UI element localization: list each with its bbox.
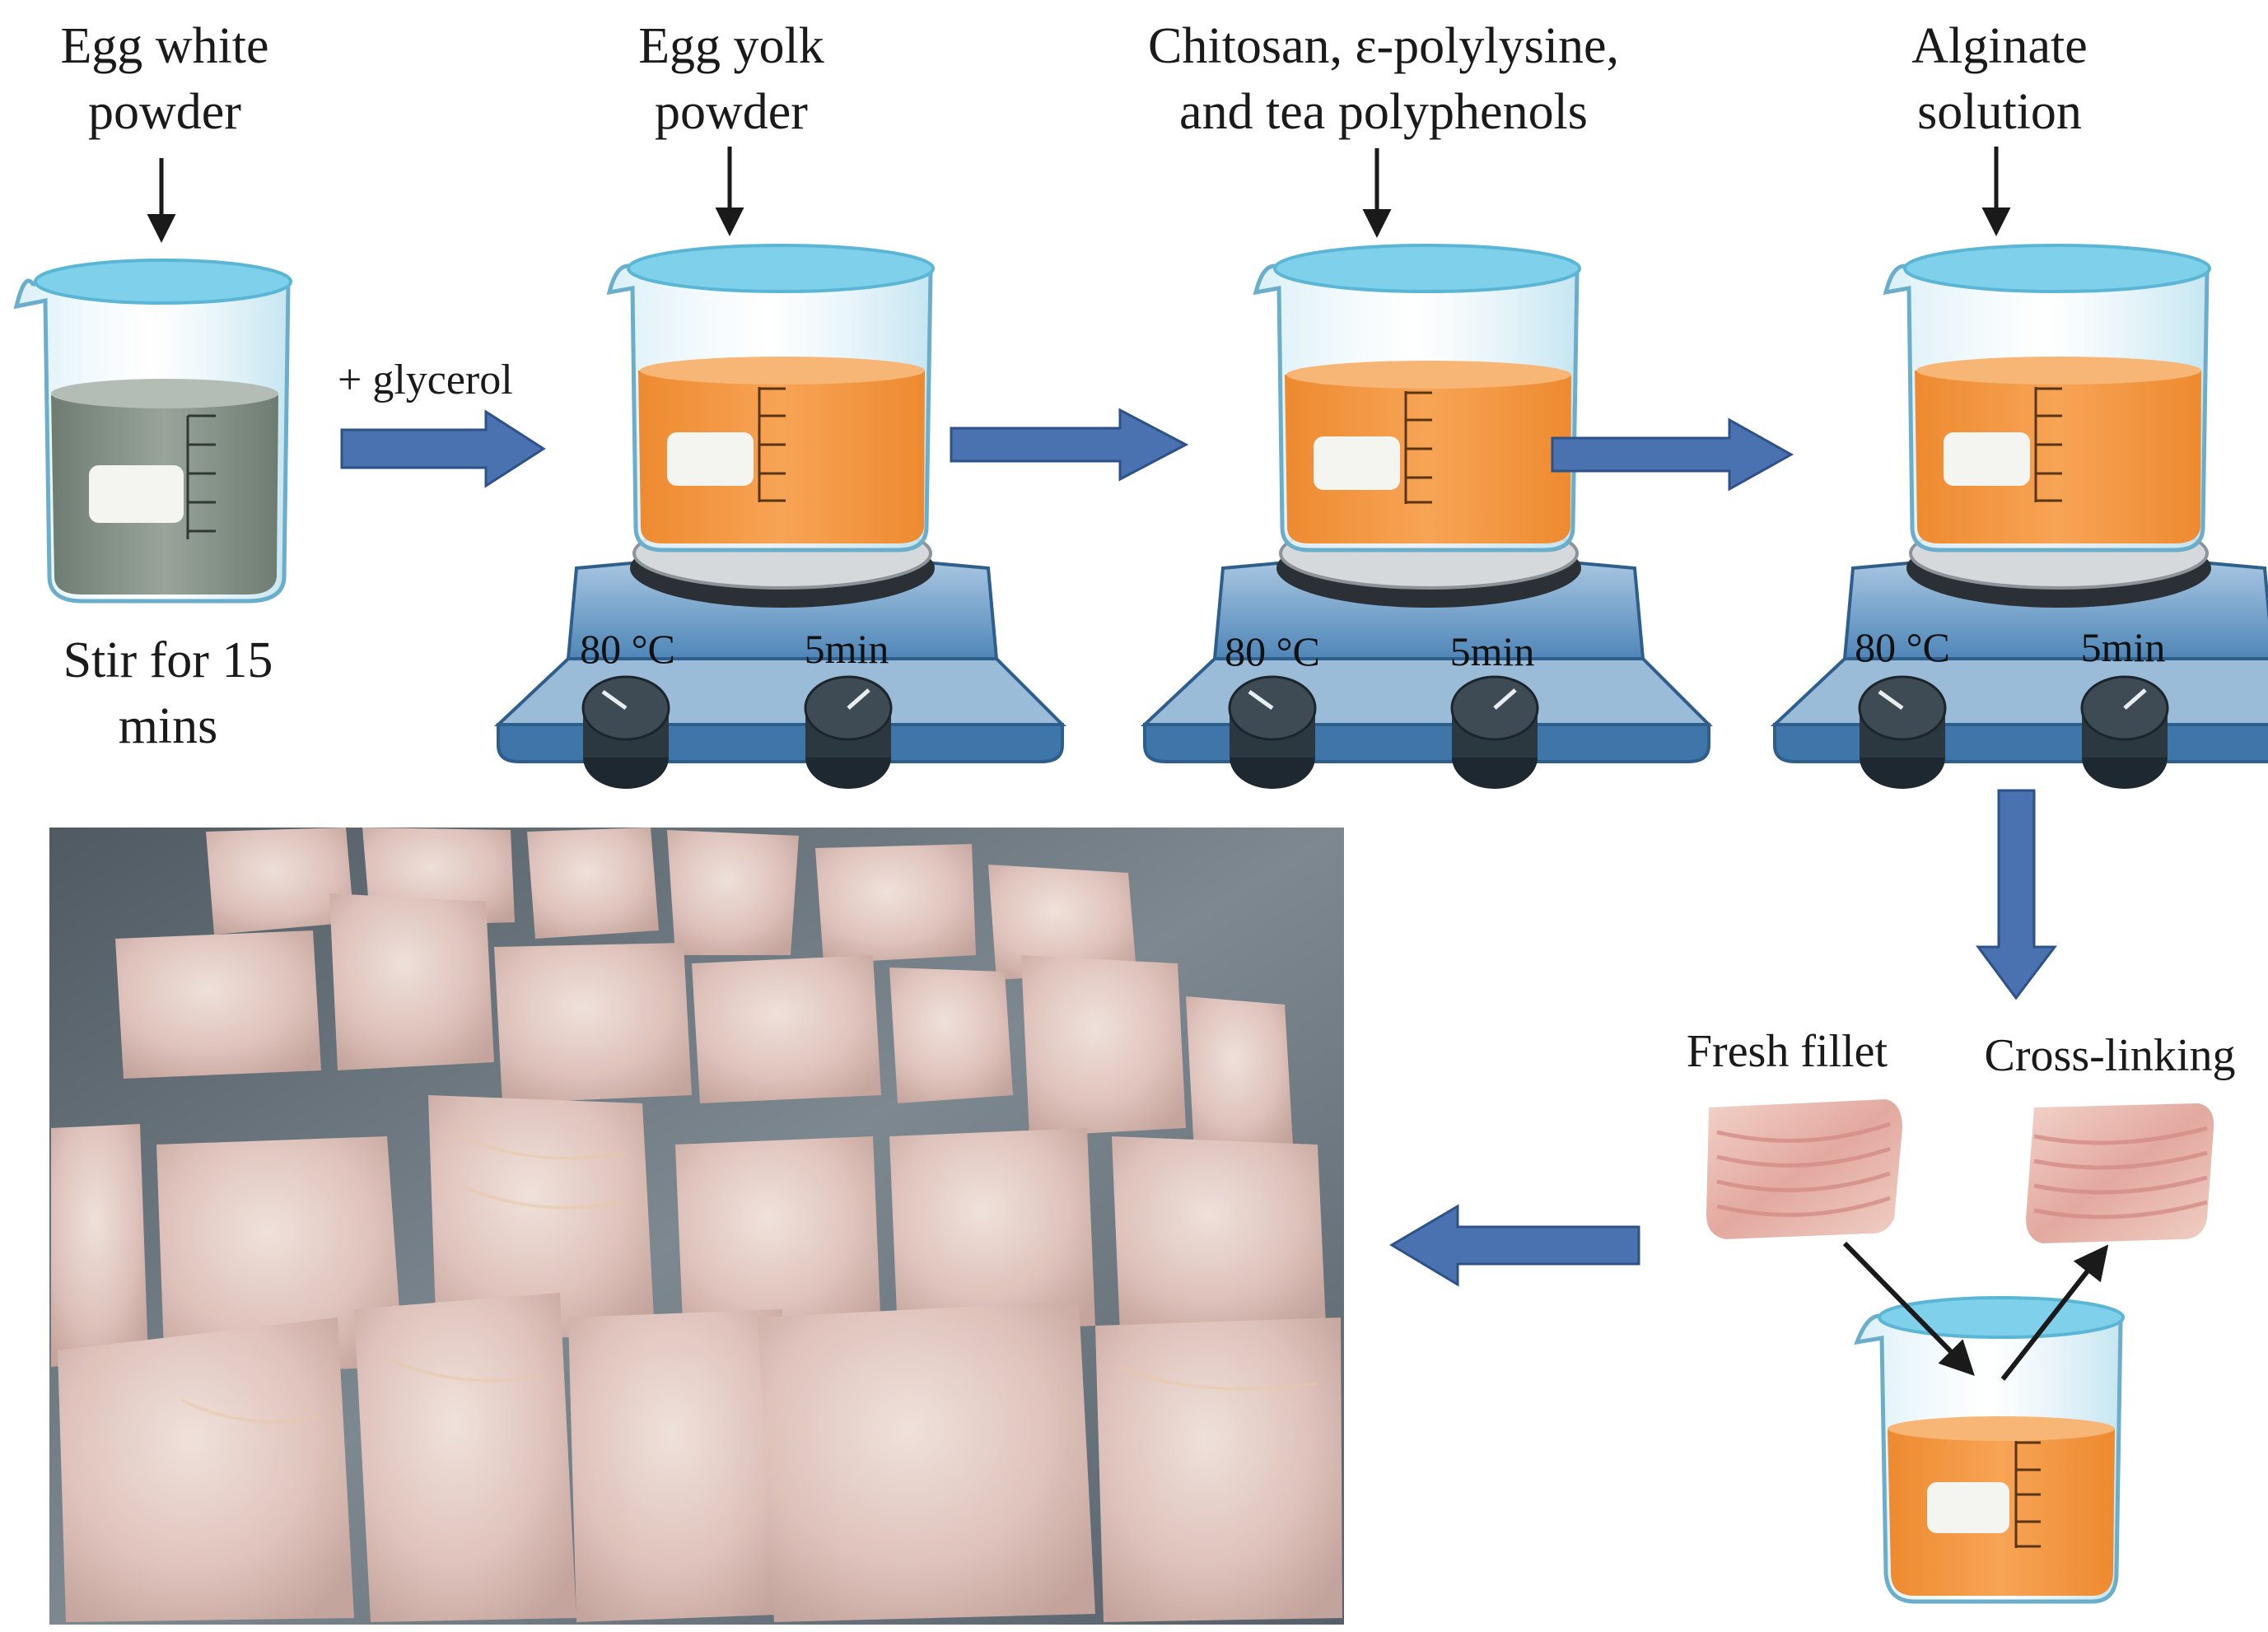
- flow-arrow-2: [950, 408, 1189, 482]
- hotplate1-time: 5min: [805, 626, 889, 672]
- alginate-label-line2: solution: [1917, 84, 2082, 140]
- hotplate3-time: 5min: [2081, 624, 2166, 670]
- hotplate2-temp: 80 °C: [1225, 628, 1320, 674]
- hotplate3-temp: 80 °C: [1855, 624, 1950, 670]
- egg-white-label-line1: Egg white: [60, 18, 268, 74]
- beaker-egg-white: [13, 259, 292, 604]
- egg-white-label-line2: powder: [88, 84, 241, 140]
- stir-label-line1: Stir for 15: [63, 632, 273, 688]
- fresh-fillet-image: [1706, 1099, 1902, 1239]
- cross-linking-label: Cross-linking: [1985, 1030, 2236, 1081]
- flow-arrow-down: [1976, 789, 2058, 1000]
- glycerol-label: + glycerol: [338, 357, 513, 403]
- coated-fillets-photo: [49, 828, 1344, 1625]
- flow-arrow-1: [340, 409, 546, 488]
- additives-label-line1: Chitosan, ε-polylysine,: [1148, 18, 1619, 74]
- egg-yolk-label-line2: powder: [655, 84, 808, 140]
- stir-label-line2: mins: [119, 698, 218, 754]
- beaker-cross-linking: [1854, 1296, 2125, 1604]
- station-egg-yolk: [493, 244, 1066, 789]
- dip-in-arrow: [1842, 1241, 1975, 1376]
- station-alginate: [1770, 244, 2268, 789]
- hotplate2-time: 5min: [1450, 628, 1535, 674]
- additives-label-line2: and tea polyphenols: [1179, 84, 1588, 140]
- alginate-label-line1: Alginate: [1911, 18, 2088, 74]
- flow-arrow-left: [1389, 1204, 1640, 1287]
- dip-out-arrow: [2000, 1244, 2109, 1381]
- egg-yolk-label-line1: Egg yolk: [638, 18, 824, 74]
- station-additives: [1140, 244, 1713, 789]
- flow-arrow-3: [1551, 417, 1794, 492]
- hotplate1-temp: 80 °C: [580, 626, 675, 672]
- fresh-fillet-label: Fresh fillet: [1687, 1026, 1888, 1077]
- cross-linked-fillet-image: [2026, 1103, 2214, 1243]
